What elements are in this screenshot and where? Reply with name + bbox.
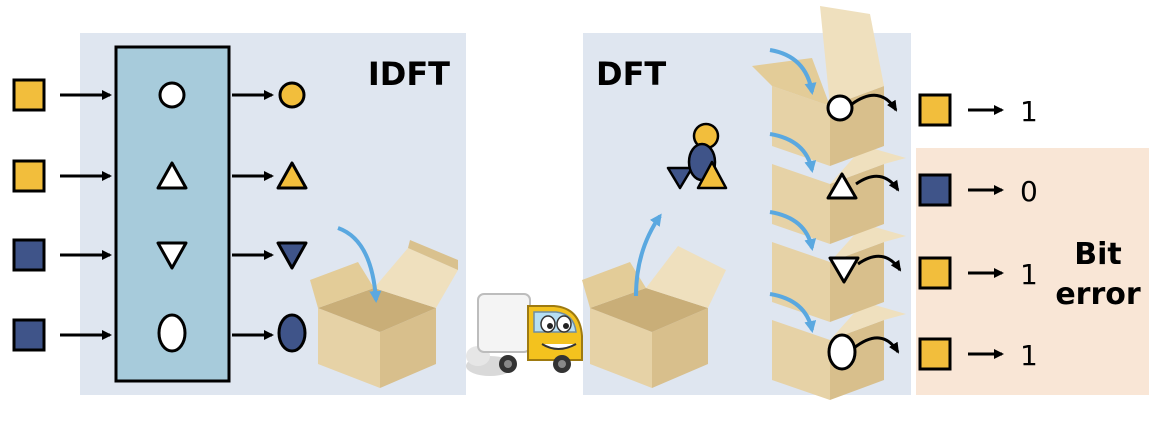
decoded-row-3: 1: [918, 256, 1038, 291]
modulated-circle: [278, 81, 306, 109]
triangle-down-symbol: [828, 256, 860, 284]
ellipse-symbol: [827, 333, 857, 371]
circle-symbol: [826, 94, 854, 122]
decoded-bit: 0: [1020, 175, 1038, 208]
exit-arrow: [851, 93, 898, 112]
box-icon: [582, 246, 726, 388]
decoded-bit: 1: [1020, 339, 1038, 372]
exit-arrow: [855, 174, 900, 192]
bit-error-panel: [916, 148, 1149, 395]
box-icon: [772, 146, 906, 244]
bit-error-label-line1: Bit: [1074, 237, 1122, 272]
curved-arrow-icon: [769, 292, 817, 333]
decoded-bit: 1: [1020, 258, 1038, 291]
input-square-blue: [12, 318, 46, 352]
triangle-up-symbol: [156, 161, 188, 190]
box-icon: [310, 240, 458, 388]
curved-arrow-icon: [769, 132, 817, 173]
circle-symbol: [158, 81, 186, 109]
input-square-yellow: [12, 78, 46, 112]
modulated-triangle-up: [276, 161, 308, 190]
input-row-3: [12, 238, 112, 272]
modulated-triangle-down: [276, 241, 308, 270]
modulated-ellipse: [277, 313, 307, 353]
exit-arrow: [857, 254, 902, 272]
idft-title: IDFT: [368, 55, 450, 93]
mixed-symbols-cluster: [666, 122, 728, 190]
truck-icon: [466, 293, 583, 376]
decoded-bit: 1: [1020, 95, 1038, 128]
curved-arrow-icon: [634, 213, 662, 297]
input-square-yellow: [12, 159, 46, 193]
input-square-blue: [12, 238, 46, 272]
decoded-row-4: 1: [918, 337, 1038, 372]
exit-arrow: [853, 336, 900, 354]
curved-arrow-icon: [769, 48, 817, 95]
triangle-up-symbol: [826, 172, 858, 200]
input-row-4: [12, 318, 112, 352]
input-row-1: [12, 78, 112, 112]
bit-error-label-line2: error: [1055, 277, 1141, 312]
output-square-blue: [918, 173, 952, 207]
ellipse-symbol: [157, 313, 187, 353]
dft-title: DFT: [596, 55, 666, 93]
triangle-down-symbol: [156, 241, 188, 270]
input-row-2: [12, 159, 112, 193]
decoded-row-1: 1: [918, 93, 1038, 128]
decoded-row-2: 0: [918, 173, 1038, 208]
curved-arrow-icon: [769, 210, 817, 251]
output-square-yellow: [918, 337, 952, 371]
output-square-yellow: [918, 256, 952, 290]
curved-arrow-icon: [337, 226, 382, 303]
output-square-yellow: [918, 93, 952, 127]
